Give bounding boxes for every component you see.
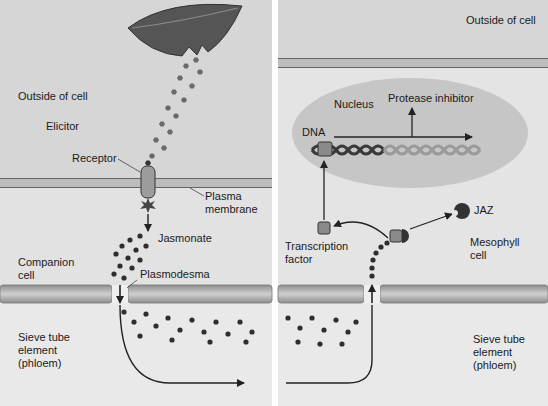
- part-label: DNA: [302, 126, 325, 139]
- phloem-region: Sieve tube element (phloem): [278, 303, 548, 406]
- region-label: Companion cell: [18, 256, 88, 282]
- flow-connector: [371, 285, 373, 303]
- cell-wall: [278, 285, 364, 303]
- leaf-midrib: [132, 8, 238, 28]
- region-label: Sieve tube element (phloem): [473, 333, 543, 372]
- dna-strand: [384, 146, 480, 154]
- cell-wall: [128, 285, 272, 303]
- jaz-protein: [454, 203, 470, 219]
- jaz-notch: [452, 210, 458, 216]
- leader-line: [127, 280, 137, 288]
- flow-arrow: [120, 305, 244, 383]
- jasmonate-molecules: [111, 233, 148, 280]
- plasmodesma-channel: [112, 285, 128, 303]
- cell-wall: [0, 285, 112, 303]
- dna-strand: [312, 146, 384, 154]
- leaf: [128, 4, 242, 56]
- dna-strand: [312, 146, 384, 154]
- cell-wall: [380, 285, 548, 303]
- release-arrow: [410, 214, 452, 229]
- phloem-region: Sieve tube element (phloem): [0, 303, 272, 406]
- region-label: Mesophyll cell: [470, 236, 530, 262]
- cell-region: Outside of cell: [278, 0, 548, 58]
- jaz-protein: [402, 229, 409, 243]
- dna-strand: [384, 146, 480, 154]
- flow-arrow: [286, 305, 372, 383]
- membrane-line: [0, 178, 272, 179]
- bound-transcription-factor: [318, 142, 332, 156]
- cell-region: Outside of cell: [0, 0, 272, 178]
- plasma-membrane: [278, 58, 548, 68]
- expression-arrow: [411, 108, 412, 137]
- receptor-protein: [141, 166, 155, 198]
- region-label: Outside of cell: [466, 14, 546, 27]
- import-arrow: [323, 161, 324, 220]
- region-label: Nucleus: [334, 98, 374, 111]
- transcription-factor: [318, 222, 330, 234]
- region-label: Sieve tube element (phloem): [18, 331, 88, 370]
- cell-region: Companion cell: [0, 188, 272, 285]
- part-label: Protease inhibitor: [388, 92, 474, 105]
- jasmonate-molecules: [285, 315, 358, 346]
- region-label: Outside of cell: [18, 90, 128, 103]
- transcription-factor: [390, 230, 402, 242]
- nucleus-ellipse: Nucleus Protease inhibitorDNA: [292, 78, 528, 188]
- nucleus-shape: [292, 78, 528, 188]
- cell-region: Mesophyll cell Nucleus Protease inhibitorD…: [278, 68, 548, 285]
- leader-line: [190, 188, 204, 196]
- plasma-membrane: [0, 178, 272, 188]
- flow-connector: [119, 285, 121, 303]
- membrane-line: [278, 67, 548, 68]
- leader-line: [118, 159, 140, 172]
- transcription-arrow: [334, 136, 472, 137]
- signal-burst: [140, 198, 156, 213]
- plasmodesma-channel: [364, 285, 380, 303]
- bound-elicitor: [145, 160, 151, 165]
- jasmonate-molecules: [121, 309, 254, 344]
- membrane-line: [278, 58, 548, 59]
- release-arrow: [334, 222, 388, 238]
- signal-arrow: [147, 214, 148, 231]
- elicitor-molecules: [149, 57, 203, 158]
- membrane-line: [0, 187, 272, 188]
- jasmonate-molecules: [369, 240, 389, 278]
